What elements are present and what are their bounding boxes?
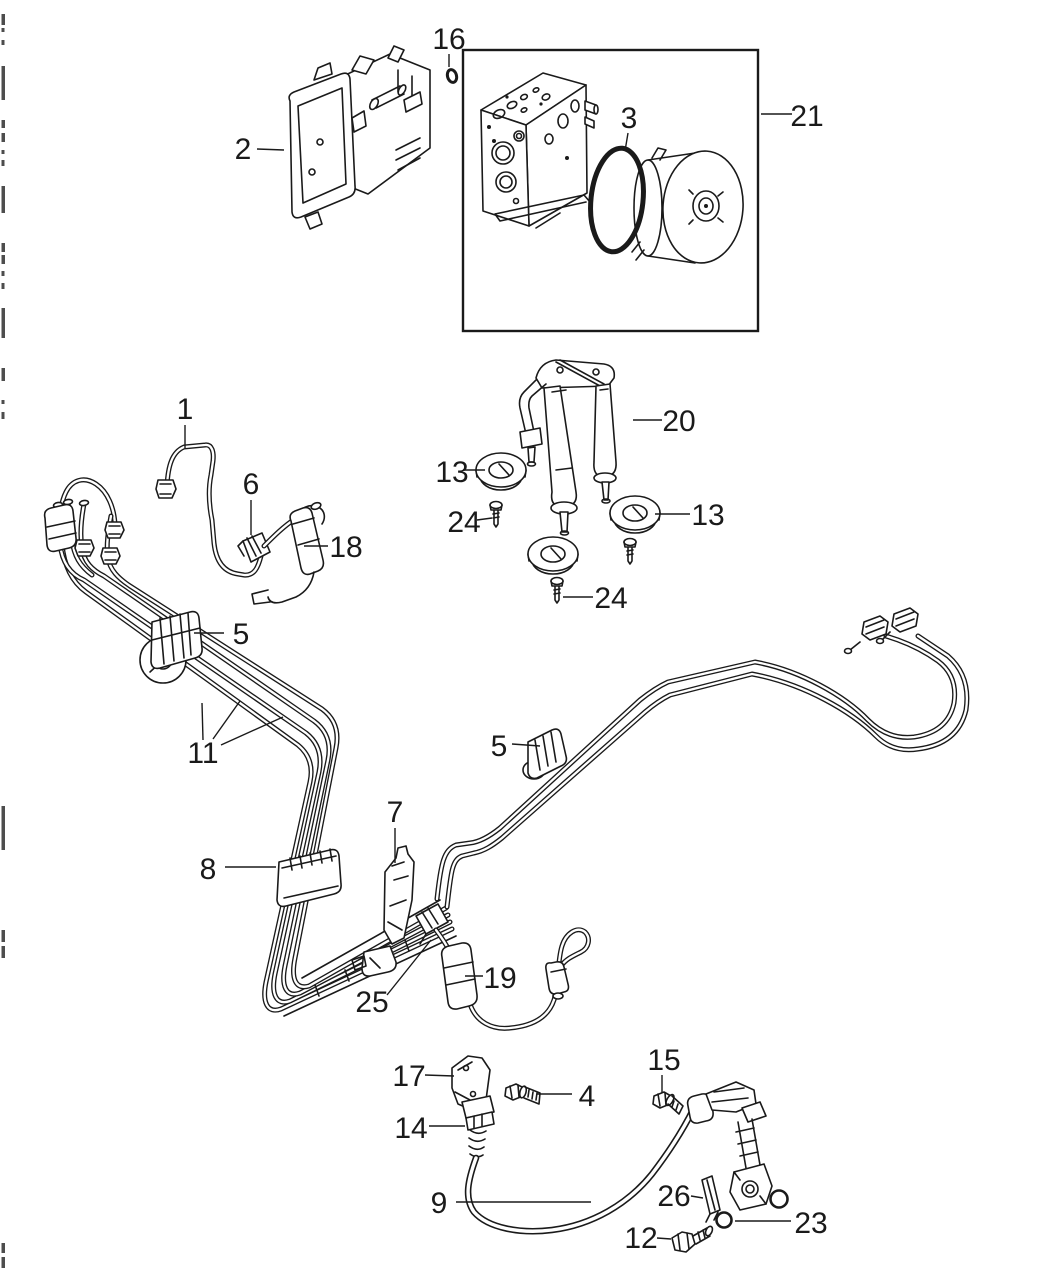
brake-tube-1: [155, 442, 267, 578]
scan-artifacts: [1, 14, 5, 1268]
washers-23: [715, 1189, 789, 1229]
small-o-ring: [445, 68, 459, 84]
callout-21: 21: [790, 100, 823, 133]
callout-20: 20: [662, 405, 695, 438]
tube-bracket-7: [383, 845, 415, 945]
hose-end-fitting-14: [461, 1095, 495, 1158]
callout-23: 23: [794, 1207, 827, 1240]
callout-6: 6: [243, 468, 260, 501]
screw-right: [623, 537, 637, 565]
callout-5-left: 5: [233, 618, 250, 651]
rear-hose-19: [433, 927, 591, 1031]
hose-clip-26: [701, 1175, 721, 1223]
bolt-4: [504, 1083, 541, 1105]
callout-12: 12: [624, 1222, 657, 1255]
mounting-bracket: [518, 359, 617, 536]
pump-motor: [631, 147, 744, 264]
callout-14: 14: [394, 1112, 427, 1145]
front-brake-tube-bundle: [43, 477, 455, 1013]
callout-24-bottom: 24: [594, 582, 627, 615]
callout-7: 7: [387, 796, 404, 829]
tube-rail: [283, 899, 457, 1017]
tube-clip-25: [415, 903, 449, 945]
screw-left: [489, 500, 503, 528]
callout-25: 25: [355, 986, 388, 1019]
callout-5-mid: 5: [491, 730, 508, 763]
front-brake-hose-9: [464, 1081, 773, 1235]
screw-bottom: [550, 576, 564, 604]
bolt-15: [652, 1091, 684, 1115]
hcu-detail-box: [461, 48, 760, 333]
callout-8: 8: [200, 853, 217, 886]
rear-brake-tube-pair: [434, 607, 970, 910]
tube-clamp-left: [139, 610, 203, 684]
grommet-center: [527, 536, 579, 575]
abs-control-module: [288, 45, 431, 230]
callout-13-right: 13: [691, 499, 724, 532]
callout-11: 11: [187, 737, 218, 770]
callout-labels: 16 2 3 21 20 13 24 13 24 1 6 18 5 11 5 7…: [177, 23, 828, 1255]
callout-18: 18: [329, 531, 362, 564]
callout-1: 1: [177, 393, 194, 426]
callout-26: 26: [657, 1180, 690, 1213]
tube-retainer-8: [276, 848, 342, 908]
grommet-right: [609, 495, 661, 534]
callout-19: 19: [483, 962, 516, 995]
tube-clamp-mid: [522, 728, 568, 780]
hcu-valve-block: [480, 72, 599, 229]
callout-17: 17: [392, 1060, 425, 1093]
callout-15: 15: [647, 1044, 680, 1077]
leader-lines: [184, 54, 792, 1240]
callout-24-left: 24: [447, 506, 480, 539]
jumper-hose-18: [251, 501, 326, 605]
callout-4: 4: [579, 1080, 596, 1113]
callout-13-left: 13: [435, 456, 468, 489]
grommet-left: [475, 452, 527, 491]
callout-9: 9: [431, 1187, 448, 1220]
tube-clip-6: [237, 532, 271, 563]
callout-16: 16: [432, 23, 465, 56]
callout-3: 3: [621, 102, 638, 135]
banjo-bolt-12: [671, 1225, 714, 1253]
callout-2: 2: [235, 133, 252, 166]
pump-o-ring: [588, 145, 646, 255]
